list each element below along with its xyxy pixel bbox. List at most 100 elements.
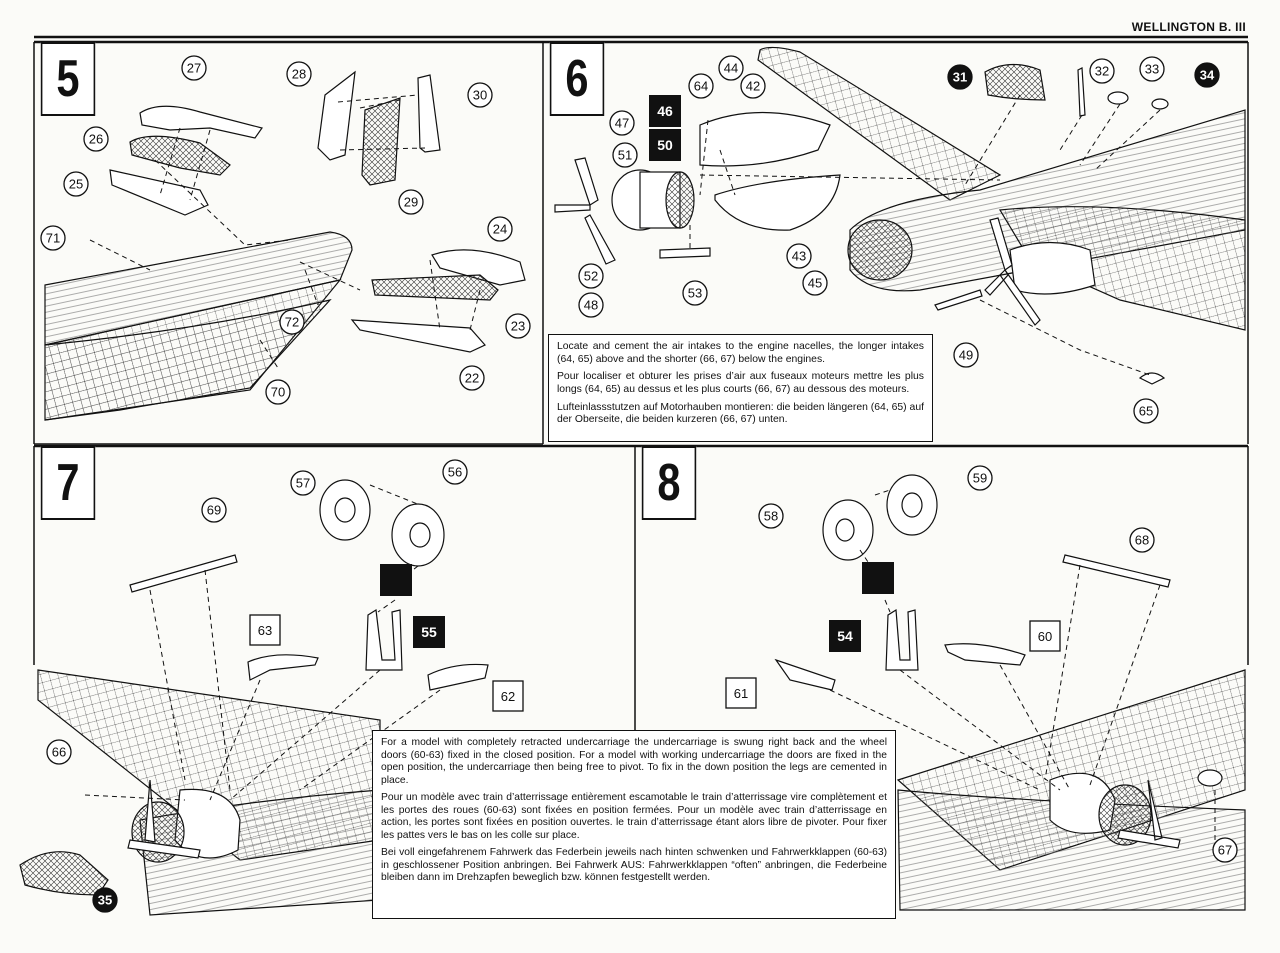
part-callout-47: 47 <box>609 110 635 136</box>
part-callout-45: 45 <box>802 270 828 296</box>
part-tag-50: 50 <box>649 129 681 161</box>
intake-note-fr: Pour localiser et obturer les prises d’a… <box>557 371 924 396</box>
step-7-tag: 7 <box>40 446 96 520</box>
part-callout-65: 65 <box>1133 398 1159 424</box>
svg-text:31: 31 <box>953 70 967 85</box>
part-callout-48: 48 <box>578 292 604 318</box>
svg-text:30: 30 <box>473 88 487 103</box>
svg-text:61: 61 <box>734 686 748 701</box>
part-callout-68: 68 <box>1129 527 1155 553</box>
svg-text:48: 48 <box>584 298 598 313</box>
part-tag-63: 63 <box>249 614 281 646</box>
svg-text:67: 67 <box>1218 843 1232 858</box>
part-callout-29: 29 <box>398 189 424 215</box>
undercarriage-note-fr: Pour un modèle avec train d’atterrissage… <box>381 792 887 841</box>
svg-text:23: 23 <box>511 319 525 334</box>
svg-text:34: 34 <box>1200 68 1215 83</box>
part-callout-27: 27 <box>181 55 207 81</box>
part-callout-69: 69 <box>201 497 227 523</box>
svg-text:59: 59 <box>973 471 987 486</box>
svg-text:58: 58 <box>764 509 778 524</box>
part-callout-34: 34 <box>1194 62 1220 88</box>
svg-text:68: 68 <box>1135 533 1149 548</box>
intake-instructions: Locate and cement the air intakes to the… <box>548 334 933 442</box>
svg-text:62: 62 <box>501 689 515 704</box>
svg-text:55: 55 <box>421 624 437 640</box>
svg-text:33: 33 <box>1145 62 1159 77</box>
part-callout-59: 59 <box>967 465 993 491</box>
blank-part-tag <box>862 562 894 594</box>
svg-text:69: 69 <box>207 503 221 518</box>
intake-note-en: Locate and cement the air intakes to the… <box>557 341 924 365</box>
svg-text:72: 72 <box>285 315 299 330</box>
part-callout-26: 26 <box>83 126 109 152</box>
svg-text:54: 54 <box>837 628 853 644</box>
svg-text:32: 32 <box>1095 64 1109 79</box>
svg-text:64: 64 <box>694 79 708 94</box>
undercarriage-instructions: For a model with completely retracted un… <box>372 730 896 919</box>
part-tag-61: 61 <box>725 677 757 709</box>
intake-note-de: Lufteinlassstutzen auf Motorhauben monti… <box>557 401 924 426</box>
step6-artwork <box>554 46 1246 385</box>
part-callout-23: 23 <box>505 313 531 339</box>
svg-text:60: 60 <box>1038 629 1052 644</box>
svg-text:26: 26 <box>89 132 103 147</box>
part-tag-54: 54 <box>829 620 861 652</box>
svg-text:27: 27 <box>187 61 201 76</box>
part-callout-58: 58 <box>758 503 784 529</box>
undercarriage-note-en: For a model with completely retracted un… <box>381 737 887 786</box>
part-callout-71: 71 <box>40 225 66 251</box>
svg-text:53: 53 <box>688 286 702 301</box>
svg-text:66: 66 <box>52 745 66 760</box>
part-callout-51: 51 <box>612 142 638 168</box>
part-callout-35: 35 <box>92 887 118 913</box>
svg-text:51: 51 <box>618 148 632 163</box>
part-callout-32: 32 <box>1089 58 1115 84</box>
part-callout-67: 67 <box>1212 837 1238 863</box>
step-6-tag: 6 <box>549 42 605 116</box>
part-tag-46: 46 <box>649 95 681 127</box>
part-callout-42: 42 <box>740 73 766 99</box>
svg-text:50: 50 <box>657 137 673 153</box>
svg-text:71: 71 <box>46 231 60 246</box>
blank-part-tag <box>380 564 412 596</box>
svg-text:52: 52 <box>584 269 598 284</box>
part-callout-70: 70 <box>265 379 291 405</box>
svg-text:22: 22 <box>465 371 479 386</box>
svg-text:63: 63 <box>258 623 272 638</box>
panel-frames <box>33 40 1249 740</box>
part-callout-52: 52 <box>578 263 604 289</box>
part-callouts: 27 28 30 26 25 29 71 24 23 72 22 70 44 64 42 47 51 31 32 33… <box>40 55 1238 913</box>
part-callout-49: 49 <box>953 342 979 368</box>
part-tag-55: 55 <box>413 616 445 648</box>
part-callout-24: 24 <box>487 216 513 242</box>
part-callout-28: 28 <box>286 61 312 87</box>
svg-text:47: 47 <box>615 116 629 131</box>
svg-text:46: 46 <box>657 103 673 119</box>
part-callout-72: 72 <box>279 309 305 335</box>
step7-artwork <box>19 479 489 916</box>
step-5-tag: 5 <box>40 42 96 116</box>
part-callout-31: 31 <box>947 64 973 90</box>
part-tag-62: 62 <box>492 680 524 712</box>
svg-text:43: 43 <box>792 249 806 264</box>
svg-text:49: 49 <box>959 348 973 363</box>
part-callout-66: 66 <box>46 739 72 765</box>
svg-text:70: 70 <box>271 385 285 400</box>
svg-text:57: 57 <box>296 476 310 491</box>
svg-text:56: 56 <box>448 465 462 480</box>
svg-text:45: 45 <box>808 276 822 291</box>
svg-text:42: 42 <box>746 79 760 94</box>
part-callout-57: 57 <box>290 470 316 496</box>
part-callout-44: 44 <box>718 55 744 81</box>
svg-text:29: 29 <box>404 195 418 210</box>
part-callout-64: 64 <box>688 73 714 99</box>
svg-text:28: 28 <box>292 67 306 82</box>
part-callout-22: 22 <box>459 365 485 391</box>
part-callout-25: 25 <box>63 171 89 197</box>
part-callout-53: 53 <box>682 280 708 306</box>
step5-artwork <box>44 70 526 421</box>
part-callout-56: 56 <box>442 459 468 485</box>
header-title: WELLINGTON B. III <box>1131 20 1246 34</box>
